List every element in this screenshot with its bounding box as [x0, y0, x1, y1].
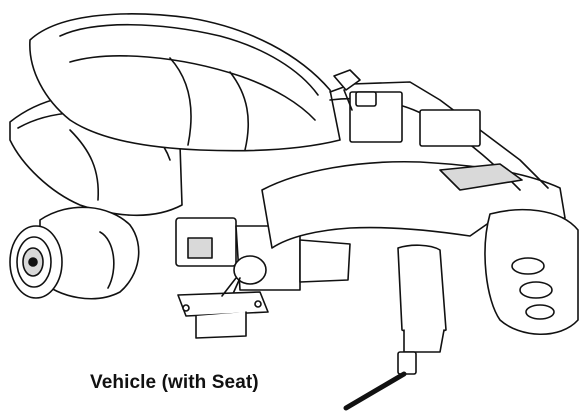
handlebar	[333, 69, 377, 111]
front-bumper	[484, 208, 579, 336]
figure-caption: Vehicle (with Seat)	[90, 372, 259, 393]
foot-bracket	[177, 277, 269, 339]
front-body	[261, 81, 566, 249]
steering-column	[343, 244, 447, 411]
rear-wheel-hub	[9, 206, 140, 300]
seat	[29, 13, 341, 152]
